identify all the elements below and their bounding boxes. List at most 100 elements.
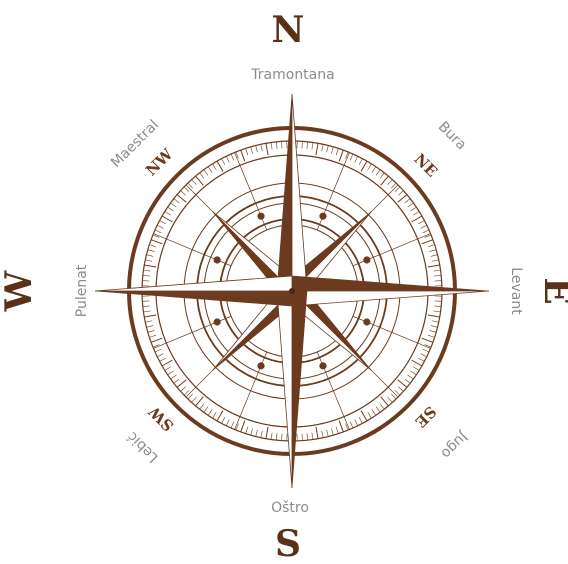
degree-tick — [181, 387, 186, 392]
cardinal-star-points — [95, 94, 489, 488]
cardinal-north: N — [272, 9, 305, 51]
ring-dot — [319, 213, 326, 220]
degree-tick — [388, 180, 393, 185]
degree-tick — [327, 430, 329, 437]
degree-tick — [398, 191, 403, 196]
degree-tick — [162, 360, 172, 366]
degree-tick — [429, 330, 436, 332]
degree-tick — [165, 367, 171, 371]
degree-tick — [261, 144, 262, 151]
degree-tick — [181, 191, 186, 196]
degree-tick — [425, 345, 431, 348]
degree-tick — [165, 212, 171, 216]
degree-tick — [177, 195, 186, 203]
ring-dot — [319, 362, 326, 369]
degree-tick — [251, 147, 253, 154]
degree-tick — [143, 275, 150, 276]
ring-dot — [214, 318, 221, 325]
degree-tick — [213, 412, 217, 418]
degree-tick — [413, 212, 419, 216]
degree-tick — [236, 152, 239, 158]
degree-tick — [251, 428, 253, 435]
degree-tick — [408, 203, 414, 207]
degree-tick — [346, 424, 349, 430]
degree-tick — [372, 410, 376, 416]
degree-tick — [361, 161, 367, 171]
intercardinal-nw: NW — [142, 144, 177, 179]
degree-tick — [316, 427, 318, 439]
degree-tick — [398, 195, 407, 203]
degree-tick — [434, 311, 441, 312]
degree-tick — [204, 407, 208, 413]
degree-tick — [168, 371, 174, 375]
degree-tick — [368, 164, 372, 170]
degree-tick — [162, 216, 172, 222]
degree-tick — [149, 245, 156, 247]
degree-tick — [405, 379, 411, 383]
degree-tick — [413, 367, 419, 371]
intercardinal-ne: NE — [410, 150, 441, 181]
degree-tick — [432, 321, 439, 322]
degree-tick — [213, 164, 217, 170]
intercardinal-se: SE — [411, 402, 439, 430]
wind-label-north: Tramontana — [250, 67, 334, 83]
degree-tick — [307, 433, 308, 440]
degree-tick — [336, 427, 338, 434]
degree-tick — [149, 335, 156, 337]
degree-tick — [422, 240, 433, 244]
degree-tick — [192, 397, 197, 402]
degree-tick — [222, 417, 225, 423]
degree-tick — [208, 167, 212, 173]
cardinal-point-dark-half — [292, 291, 307, 488]
degree-tick — [428, 315, 440, 317]
degree-tick — [171, 375, 177, 379]
wind-label-east: Levant — [508, 267, 524, 315]
degree-tick — [174, 379, 180, 383]
degree-tick — [355, 156, 358, 162]
degree-tick — [157, 354, 163, 357]
degree-tick — [143, 270, 150, 271]
wind-label-northeast: Bura — [435, 119, 470, 154]
degree-tick — [271, 433, 272, 440]
degree-tick — [146, 326, 153, 328]
degree-tick — [261, 431, 262, 438]
degree-tick — [144, 265, 156, 267]
degree-tick — [361, 411, 367, 421]
degree-tick — [200, 404, 204, 410]
degree-tick — [151, 240, 162, 244]
degree-tick — [231, 422, 234, 428]
degree-tick — [200, 173, 204, 179]
degree-tick — [331, 428, 333, 435]
degree-tick — [153, 235, 159, 238]
degree-tick — [376, 407, 380, 413]
degree-tick — [146, 255, 153, 257]
degree-tick — [398, 387, 403, 392]
degree-tick — [256, 430, 258, 437]
degree-tick — [422, 338, 433, 342]
degree-tick — [405, 199, 411, 203]
degree-tick — [148, 330, 155, 332]
degree-tick — [222, 159, 225, 165]
cardinal-point-light-half — [95, 276, 292, 291]
ring-dot — [214, 256, 221, 263]
degree-tick — [276, 433, 277, 440]
degree-tick — [266, 427, 268, 439]
ring-dot — [363, 318, 370, 325]
degree-tick — [412, 360, 422, 366]
degree-tick — [423, 349, 429, 352]
cardinal-point-dark-half — [277, 94, 292, 291]
ring-dot — [363, 256, 370, 263]
degree-tick — [339, 150, 343, 161]
degree-tick — [316, 143, 318, 155]
degree-tick — [148, 250, 155, 252]
degree-tick — [359, 159, 362, 165]
intercardinal-sw: SW — [144, 402, 177, 435]
wind-label-southeast: Jugo — [438, 428, 472, 462]
cardinal-point-light-half — [277, 291, 292, 488]
degree-tick — [226, 420, 229, 426]
degree-tick — [428, 265, 440, 267]
ring-dot — [257, 362, 264, 369]
degree-tick — [418, 221, 424, 224]
ring-dot — [257, 213, 264, 220]
